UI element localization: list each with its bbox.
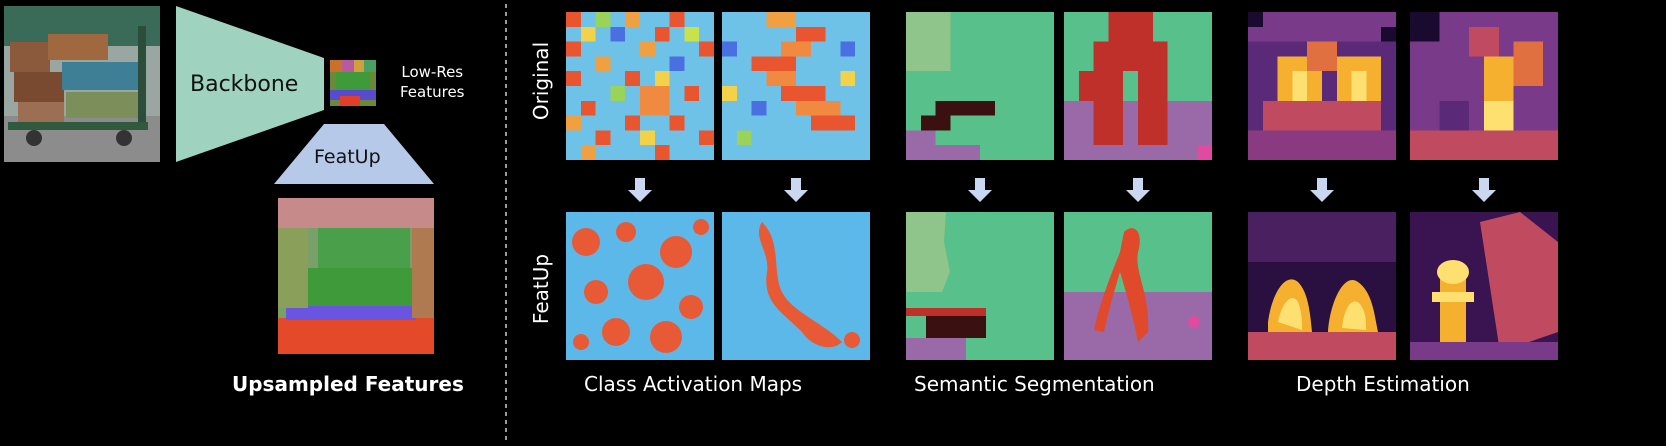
- caption-class-activation-maps: Class Activation Maps: [584, 372, 803, 396]
- low-res-feature-thumbnail: [330, 60, 376, 106]
- depth-original-2: [1410, 12, 1558, 160]
- depth-original-1: [1248, 12, 1396, 160]
- cam-featup-1: [566, 212, 714, 360]
- cam-original-1: [566, 12, 714, 160]
- input-photo: [4, 6, 160, 162]
- down-arrow-icon: [968, 178, 992, 202]
- upsampled-features-label: Upsampled Features: [232, 372, 464, 396]
- depth-featup-1: [1248, 212, 1396, 360]
- seg-featup-2: [1064, 212, 1212, 360]
- low-res-features-label: Low-Res Features: [400, 62, 465, 102]
- down-arrow-icon: [1310, 178, 1334, 202]
- down-arrow-icon: [1472, 178, 1496, 202]
- down-arrow-icon: [1126, 178, 1150, 202]
- featup-block: [274, 124, 434, 184]
- down-arrow-icon: [784, 178, 808, 202]
- backbone-block: [176, 6, 326, 162]
- row-label-featup: FeatUp: [529, 253, 553, 325]
- seg-original-1: [906, 12, 1054, 160]
- caption-semantic-segmentation: Semantic Segmentation: [914, 372, 1155, 396]
- seg-featup-1: [906, 212, 1054, 360]
- caption-depth-estimation: Depth Estimation: [1296, 372, 1470, 396]
- backbone-label: Backbone: [190, 72, 299, 97]
- dashed-divider: [505, 4, 507, 442]
- depth-featup-2: [1410, 212, 1558, 360]
- row-label-original: Original: [529, 41, 553, 121]
- low-res-features-text: Low-Res Features: [400, 63, 465, 101]
- cam-featup-2: [722, 212, 870, 360]
- down-arrow-icon: [628, 178, 652, 202]
- featup-block-label: FeatUp: [314, 146, 381, 168]
- seg-original-2: [1064, 12, 1212, 160]
- cam-original-2: [722, 12, 870, 160]
- upsampled-features-image: [278, 198, 434, 354]
